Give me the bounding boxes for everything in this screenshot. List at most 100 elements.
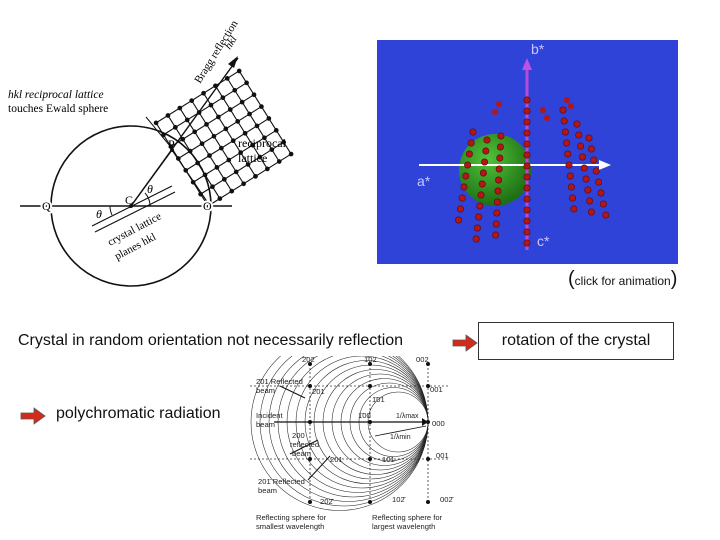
reciprocal-point [469,128,477,136]
lattice-point [253,173,258,179]
lattice-point [265,166,270,172]
lattice-point [219,145,224,151]
scattering-vector-po [171,149,211,207]
laue-point [426,500,430,504]
label-point-q: Q [42,199,51,213]
laue-label-101-low: 101 [382,455,395,464]
reciprocal-point [523,195,531,203]
lattice-point [242,130,248,136]
reciprocal-point [523,217,531,225]
lattice-point [221,176,227,182]
lattice-point [247,111,252,117]
reciprocal-point [523,173,531,181]
theta-arc-upper [144,192,151,207]
caption-rotation-box: rotation of the crystal [478,322,674,360]
reflected-beam-201b [307,455,331,481]
lattice-point [230,138,236,144]
laue-label-201b-refl-1: 201̄ Reflected [258,477,305,486]
laue-label-201b-refl-2: beam [258,486,277,495]
reciprocal-point [563,139,571,147]
reciprocal-point [569,194,577,202]
ewald-animation-panel[interactable]: b* a* c* [377,40,678,264]
reciprocal-point [497,132,505,140]
reciprocal-point [477,191,485,199]
a-star-arrowhead [599,160,611,170]
laue-label-small-1: Reflecting sphere for [256,513,327,522]
point-p-dot [170,148,174,152]
label-theta-lower: θ [96,207,102,221]
reciprocal-point [473,224,481,232]
lattice-point [244,80,249,86]
reciprocal-point [570,205,578,213]
lattice-point [211,133,217,139]
lattice-point [273,127,279,133]
reciprocal-point [523,228,531,236]
reciprocal-point [523,96,531,104]
b-star-arrowhead [522,58,532,70]
lambda-min-arrow [374,425,427,437]
reciprocal-point [565,161,573,169]
reciprocal-point [560,117,568,125]
click-for-animation-note[interactable]: (click for animation) [568,268,677,291]
lattice-point [223,126,229,132]
lattice-point [153,120,159,126]
reciprocal-point [494,187,502,195]
laue-point [426,457,430,461]
label-point-c: C [125,193,133,207]
reciprocal-point [495,176,503,184]
lattice-point [262,135,267,141]
lattice-point [229,188,235,194]
reciprocal-point [566,172,574,180]
label-theta-upper: θ [147,182,153,196]
reciprocal-point [478,180,486,188]
lattice-point [216,114,221,120]
lattice-point [235,119,241,124]
laue-point [426,384,430,388]
label-touches-2: touches Ewald sphere [8,103,108,115]
laue-point [308,457,312,461]
reciprocal-point [544,115,550,121]
reciprocal-point [573,120,581,128]
laue-label-200-refl-1: 200 [292,431,305,440]
laue-label-lambda-max: 1/λmax [396,413,419,420]
laue-label-201-mid: 2̄01 [312,387,325,396]
reciprocal-point [475,213,483,221]
laue-label-202-top: 2̄02 [302,356,315,364]
reciprocal-point [482,147,490,155]
laue-lattice-points [308,362,430,504]
caption-polychromatic: polychromatic radiation [56,405,221,422]
reciprocal-point [455,216,463,224]
close-paren: ) [670,268,678,290]
laue-label-001-low: 001 [436,451,449,460]
lattice-point [208,102,214,108]
laue-point [426,420,430,424]
reciprocal-point [495,165,503,173]
reciprocal-point [492,220,500,228]
lattice-point [210,184,215,190]
lattice-point [220,95,226,101]
laue-label-large-2: largest wavelength [372,522,435,531]
lattice-point [184,117,190,123]
reciprocal-point [578,153,586,161]
reciprocal-point [496,154,504,162]
reciprocal-point [599,200,607,208]
laue-point [308,362,312,366]
reciprocal-point [564,150,572,158]
reciprocal-point [587,208,595,216]
laue-label-small-2: smallest wavelength [256,522,324,531]
laue-label-102-bot: 102̄ [392,495,407,504]
lattice-point [259,104,264,109]
lattice-point [233,169,239,175]
reciprocal-point [523,206,531,214]
laue-label-incident-2: beam [256,420,275,429]
laue-point [308,420,312,424]
label-touches-1: hkl reciprocal lattice [8,89,104,101]
theta-arc-lower [109,205,113,216]
laue-label-201-refl-2: beam [256,386,275,395]
laue-point [308,384,312,388]
laue-point [368,384,372,388]
label-reciprocal-2: lattice [238,151,267,165]
lattice-point [207,153,212,158]
reciprocal-point [592,167,600,175]
lattice-point [238,150,244,155]
